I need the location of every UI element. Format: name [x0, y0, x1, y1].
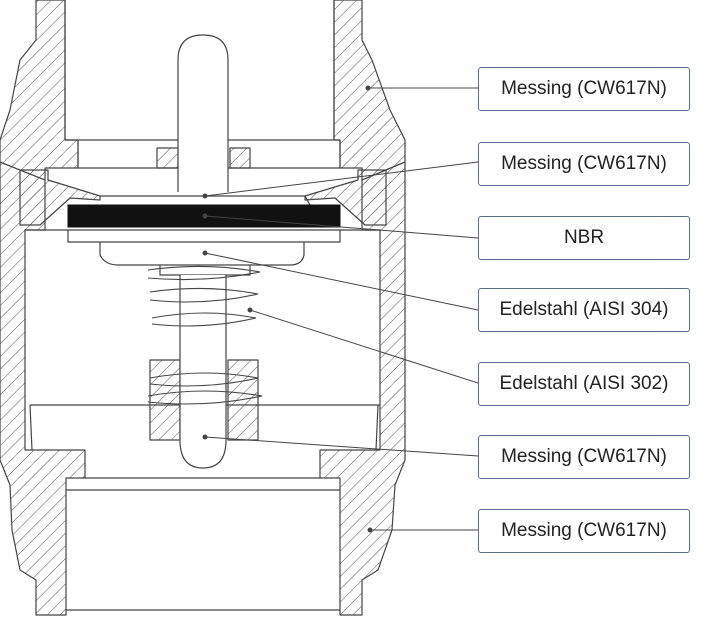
spring	[147, 265, 263, 405]
valve-stem-upper	[177, 34, 229, 192]
callout-label: NBR	[563, 227, 605, 248]
callout-label: Edelstahl (AISI 304)	[499, 299, 669, 320]
nut-right	[229, 147, 251, 169]
callout-label: Messing (CW617N)	[501, 446, 667, 467]
callout-label: Edelstahl (AISI 302)	[499, 373, 669, 394]
callout-disc: Edelstahl (AISI 304)	[478, 288, 690, 332]
valve-disc	[67, 230, 341, 243]
upper-body-left-wall	[0, 0, 79, 181]
callout-upper-body: Messing (CW617N)	[478, 67, 690, 111]
seat-ring-right	[304, 169, 387, 226]
nut-left	[156, 147, 179, 169]
callout-spring: Edelstahl (AISI 302)	[478, 362, 690, 406]
seat-ring-left	[19, 169, 101, 226]
callout-nbr-seal: NBR	[478, 216, 690, 260]
callout-label: Messing (CW617N)	[501, 78, 667, 99]
guide-bush-left	[149, 359, 181, 441]
callout-stem: Messing (CW617N)	[478, 435, 690, 479]
callout-label: Messing (CW617N)	[501, 520, 667, 541]
callout-label: Messing (CW617N)	[501, 153, 667, 174]
valve-stem-lower	[179, 275, 227, 469]
callout-lower-body: Messing (CW617N)	[478, 509, 690, 553]
callout-seat-ring: Messing (CW617N)	[478, 142, 690, 186]
